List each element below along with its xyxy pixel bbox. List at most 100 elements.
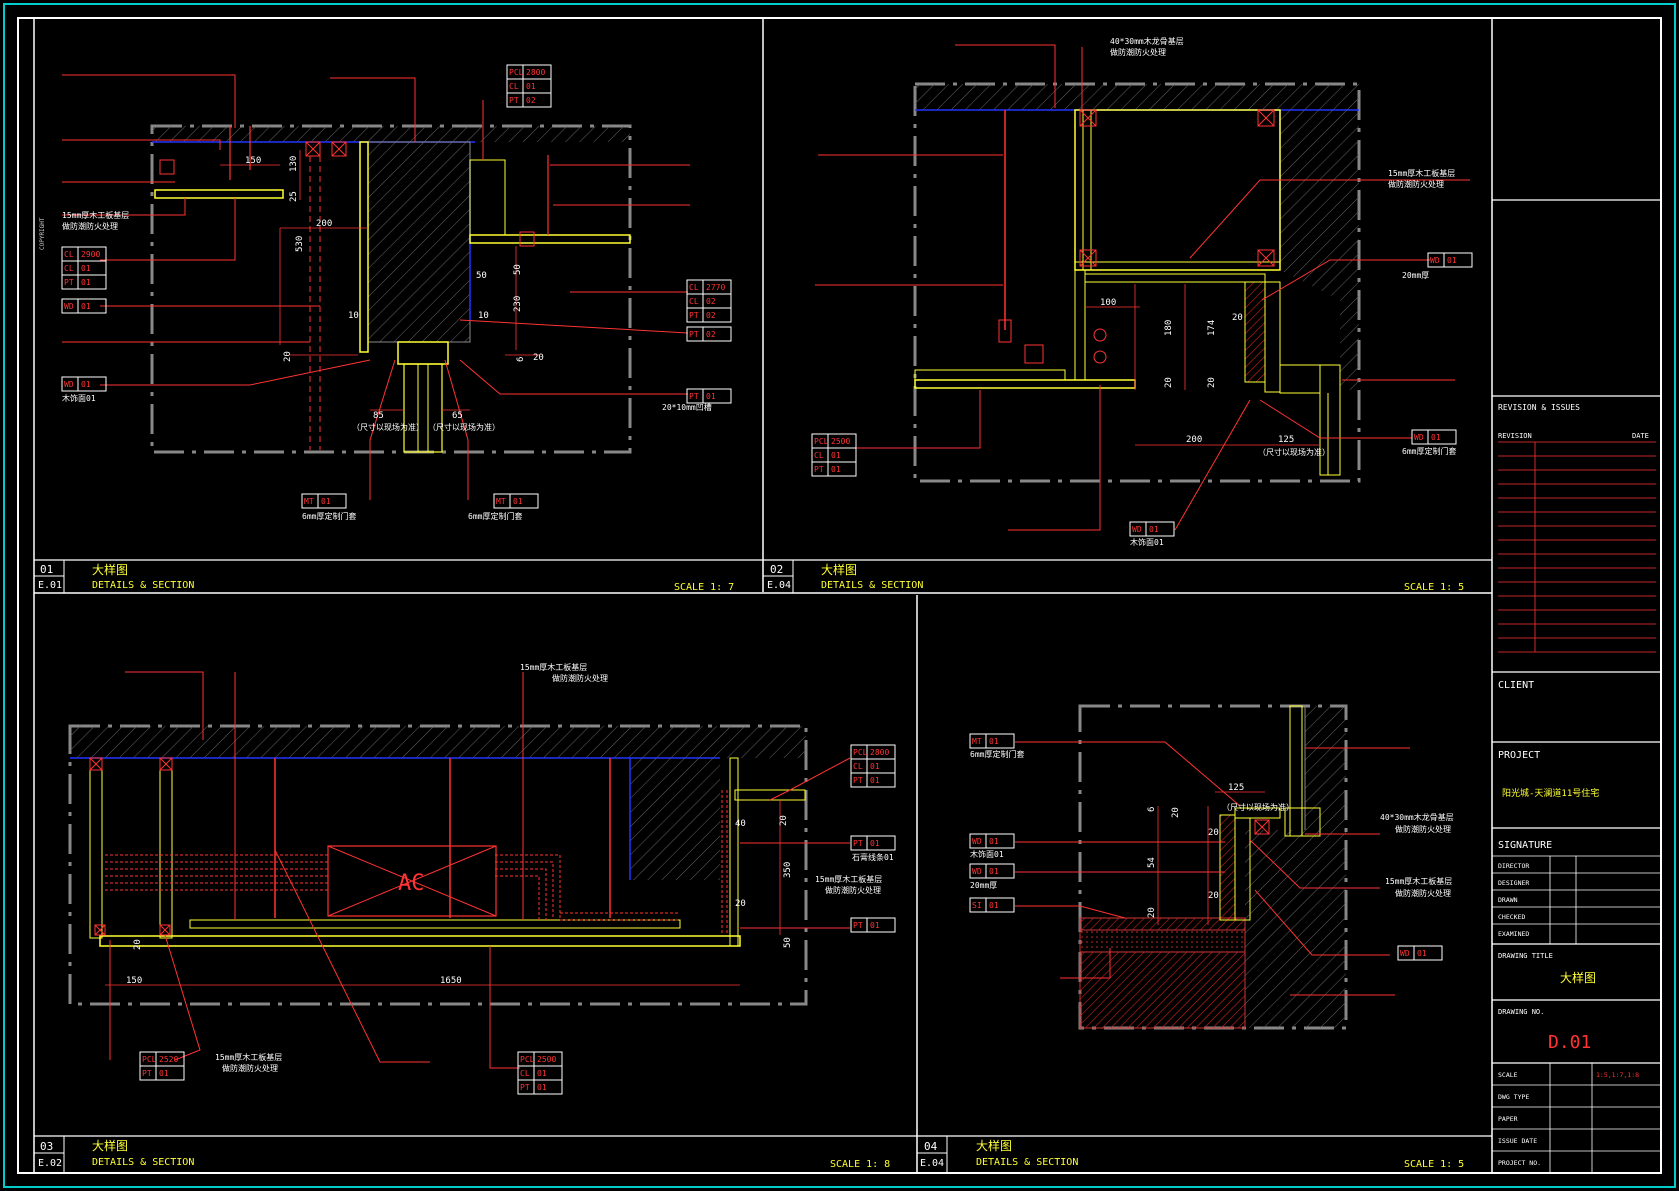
svg-text:DIRECTOR: DIRECTOR (1498, 862, 1529, 870)
svg-text:01: 01 (989, 737, 999, 746)
svg-text:6: 6 (516, 357, 526, 362)
panel-title-strip-3: 03 E.02 大样图 DETAILS & SECTION SCALE 1: 8 (34, 1135, 917, 1173)
svg-text:20: 20 (1207, 377, 1217, 388)
svg-text:MT: MT (496, 497, 506, 506)
svg-text:PT: PT (689, 330, 699, 339)
svg-text:40*30mm木龙骨基层: 40*30mm木龙骨基层 (1380, 812, 1454, 822)
svg-text:15mm厚木工板基层: 15mm厚木工板基层 (1388, 168, 1455, 178)
svg-text:ISSUE DATE: ISSUE DATE (1498, 1137, 1537, 1145)
tag-d4-3: WD 01 (969, 863, 1015, 879)
svg-text:（尺寸以现场为准）: （尺寸以现场为准） (428, 422, 500, 432)
svg-text:01: 01 (1447, 256, 1457, 265)
svg-text:PT: PT (853, 776, 863, 785)
title-block: REVISION & ISSUES REVISION DATE (1492, 199, 1661, 1174)
svg-text:CL: CL (814, 451, 824, 460)
svg-text:2900: 2900 (81, 250, 100, 259)
svg-text:20: 20 (1164, 377, 1174, 388)
svg-text:15mm厚木工板基层: 15mm厚木工板基层 (1385, 876, 1452, 886)
svg-text:WD: WD (972, 867, 982, 876)
svg-text:02: 02 (526, 96, 536, 105)
svg-text:530: 530 (295, 236, 305, 252)
svg-text:石膏线条01: 石膏线条01 (852, 852, 894, 862)
svg-text:PT: PT (520, 1083, 530, 1092)
svg-text:54: 54 (1147, 857, 1157, 868)
panel-title-en: DETAILS & SECTION (976, 1157, 1078, 1168)
svg-text:01: 01 (989, 837, 999, 846)
svg-text:01: 01 (870, 839, 880, 848)
svg-text:01: 01 (870, 921, 880, 930)
svg-text:20: 20 (533, 353, 544, 363)
svg-text:DESIGNER: DESIGNER (1498, 879, 1529, 887)
svg-text:PCL: PCL (509, 68, 524, 77)
svg-text:木饰面01: 木饰面01 (1130, 537, 1164, 547)
outer-frame (3, 3, 1676, 1188)
inner-frame (17, 17, 1662, 1174)
panel-scale: SCALE 1: 8 (830, 1159, 890, 1170)
revision-table: REVISION & ISSUES REVISION DATE (1498, 403, 1656, 653)
svg-text:20: 20 (1208, 828, 1219, 838)
panel-title-strip-2: 02 E.04 大样图 DETAILS & SECTION SCALE 1: 5 (763, 559, 1492, 593)
svg-text:20: 20 (283, 351, 293, 362)
signature-label: SIGNATURE (1498, 840, 1552, 851)
ac-unit (327, 845, 497, 917)
svg-text:做防潮防火处理: 做防潮防火处理 (1388, 179, 1444, 189)
svg-text:木饰面01: 木饰面01 (970, 849, 1004, 859)
svg-text:50: 50 (783, 937, 793, 948)
panel-ref: E.02 (38, 1158, 62, 1169)
svg-text:02: 02 (706, 311, 716, 320)
svg-text:6mm厚定制门套: 6mm厚定制门套 (468, 511, 522, 521)
svg-text:DRAWN: DRAWN (1498, 896, 1518, 904)
svg-text:01: 01 (870, 762, 880, 771)
svg-text:做防潮防火处理: 做防潮防火处理 (222, 1063, 278, 1073)
svg-text:WD: WD (64, 302, 74, 311)
svg-text:20: 20 (1147, 907, 1157, 918)
svg-text:WD: WD (972, 837, 982, 846)
panel-title-cn: 大样图 (92, 1138, 128, 1153)
detail-03-dims: 40 20 350 20 50 20 150 1650 (126, 815, 793, 986)
detail-02 (815, 44, 1470, 531)
svg-text:40: 40 (735, 819, 746, 829)
svg-text:01: 01 (321, 497, 331, 506)
svg-text:PT: PT (853, 921, 863, 930)
svg-text:01: 01 (989, 867, 999, 876)
svg-text:20: 20 (133, 939, 143, 950)
svg-text:WD: WD (1414, 433, 1424, 442)
svg-text:200: 200 (316, 219, 332, 229)
svg-text:1650: 1650 (440, 976, 462, 986)
svg-text:01: 01 (989, 901, 999, 910)
svg-text:01: 01 (706, 392, 716, 401)
tag-d1-9: MT 01 (493, 493, 539, 509)
svg-text:20: 20 (1208, 891, 1219, 901)
svg-text:6mm厚定制门套: 6mm厚定制门套 (970, 749, 1024, 759)
svg-text:2800: 2800 (526, 68, 545, 77)
svg-text:WD: WD (64, 380, 74, 389)
tag-d3-3: PT 01 (850, 917, 896, 933)
svg-text:85: 85 (373, 411, 384, 421)
panel-number: 02 (770, 563, 783, 576)
svg-text:01: 01 (81, 278, 91, 287)
svg-text:01: 01 (159, 1069, 169, 1078)
svg-text:01: 01 (870, 776, 880, 785)
svg-text:01: 01 (81, 380, 91, 389)
detail-02-notes: 40*30mm木龙骨基层 做防潮防火处理 15mm厚木工板基层 做防潮防火处理 … (1110, 36, 1456, 547)
svg-text:01: 01 (513, 497, 523, 506)
svg-text:20mm厚: 20mm厚 (1402, 271, 1429, 280)
svg-text:PCL: PCL (142, 1055, 157, 1064)
panel-title-cn: 大样图 (976, 1138, 1012, 1153)
revision-col: REVISION (1498, 432, 1532, 440)
svg-text:50: 50 (513, 264, 523, 275)
detail-03-notes: 15mm厚木工板基层 做防潮防火处理 15mm厚木工板基层 做防潮防火处理 15… (215, 662, 894, 1073)
